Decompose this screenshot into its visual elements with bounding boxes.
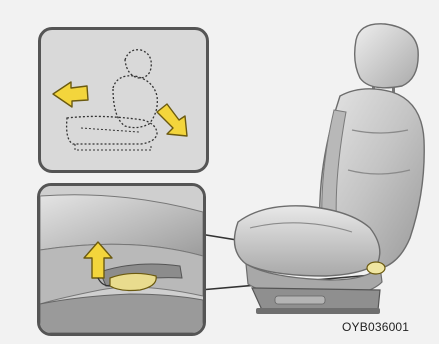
- figure-code-label: OYB036001: [342, 320, 409, 334]
- lever-closeup-panel: [37, 183, 206, 336]
- seat-movement-diagram-panel: [38, 27, 209, 173]
- arrow-left-icon: [53, 82, 88, 107]
- arrow-down-right-icon: [157, 104, 187, 136]
